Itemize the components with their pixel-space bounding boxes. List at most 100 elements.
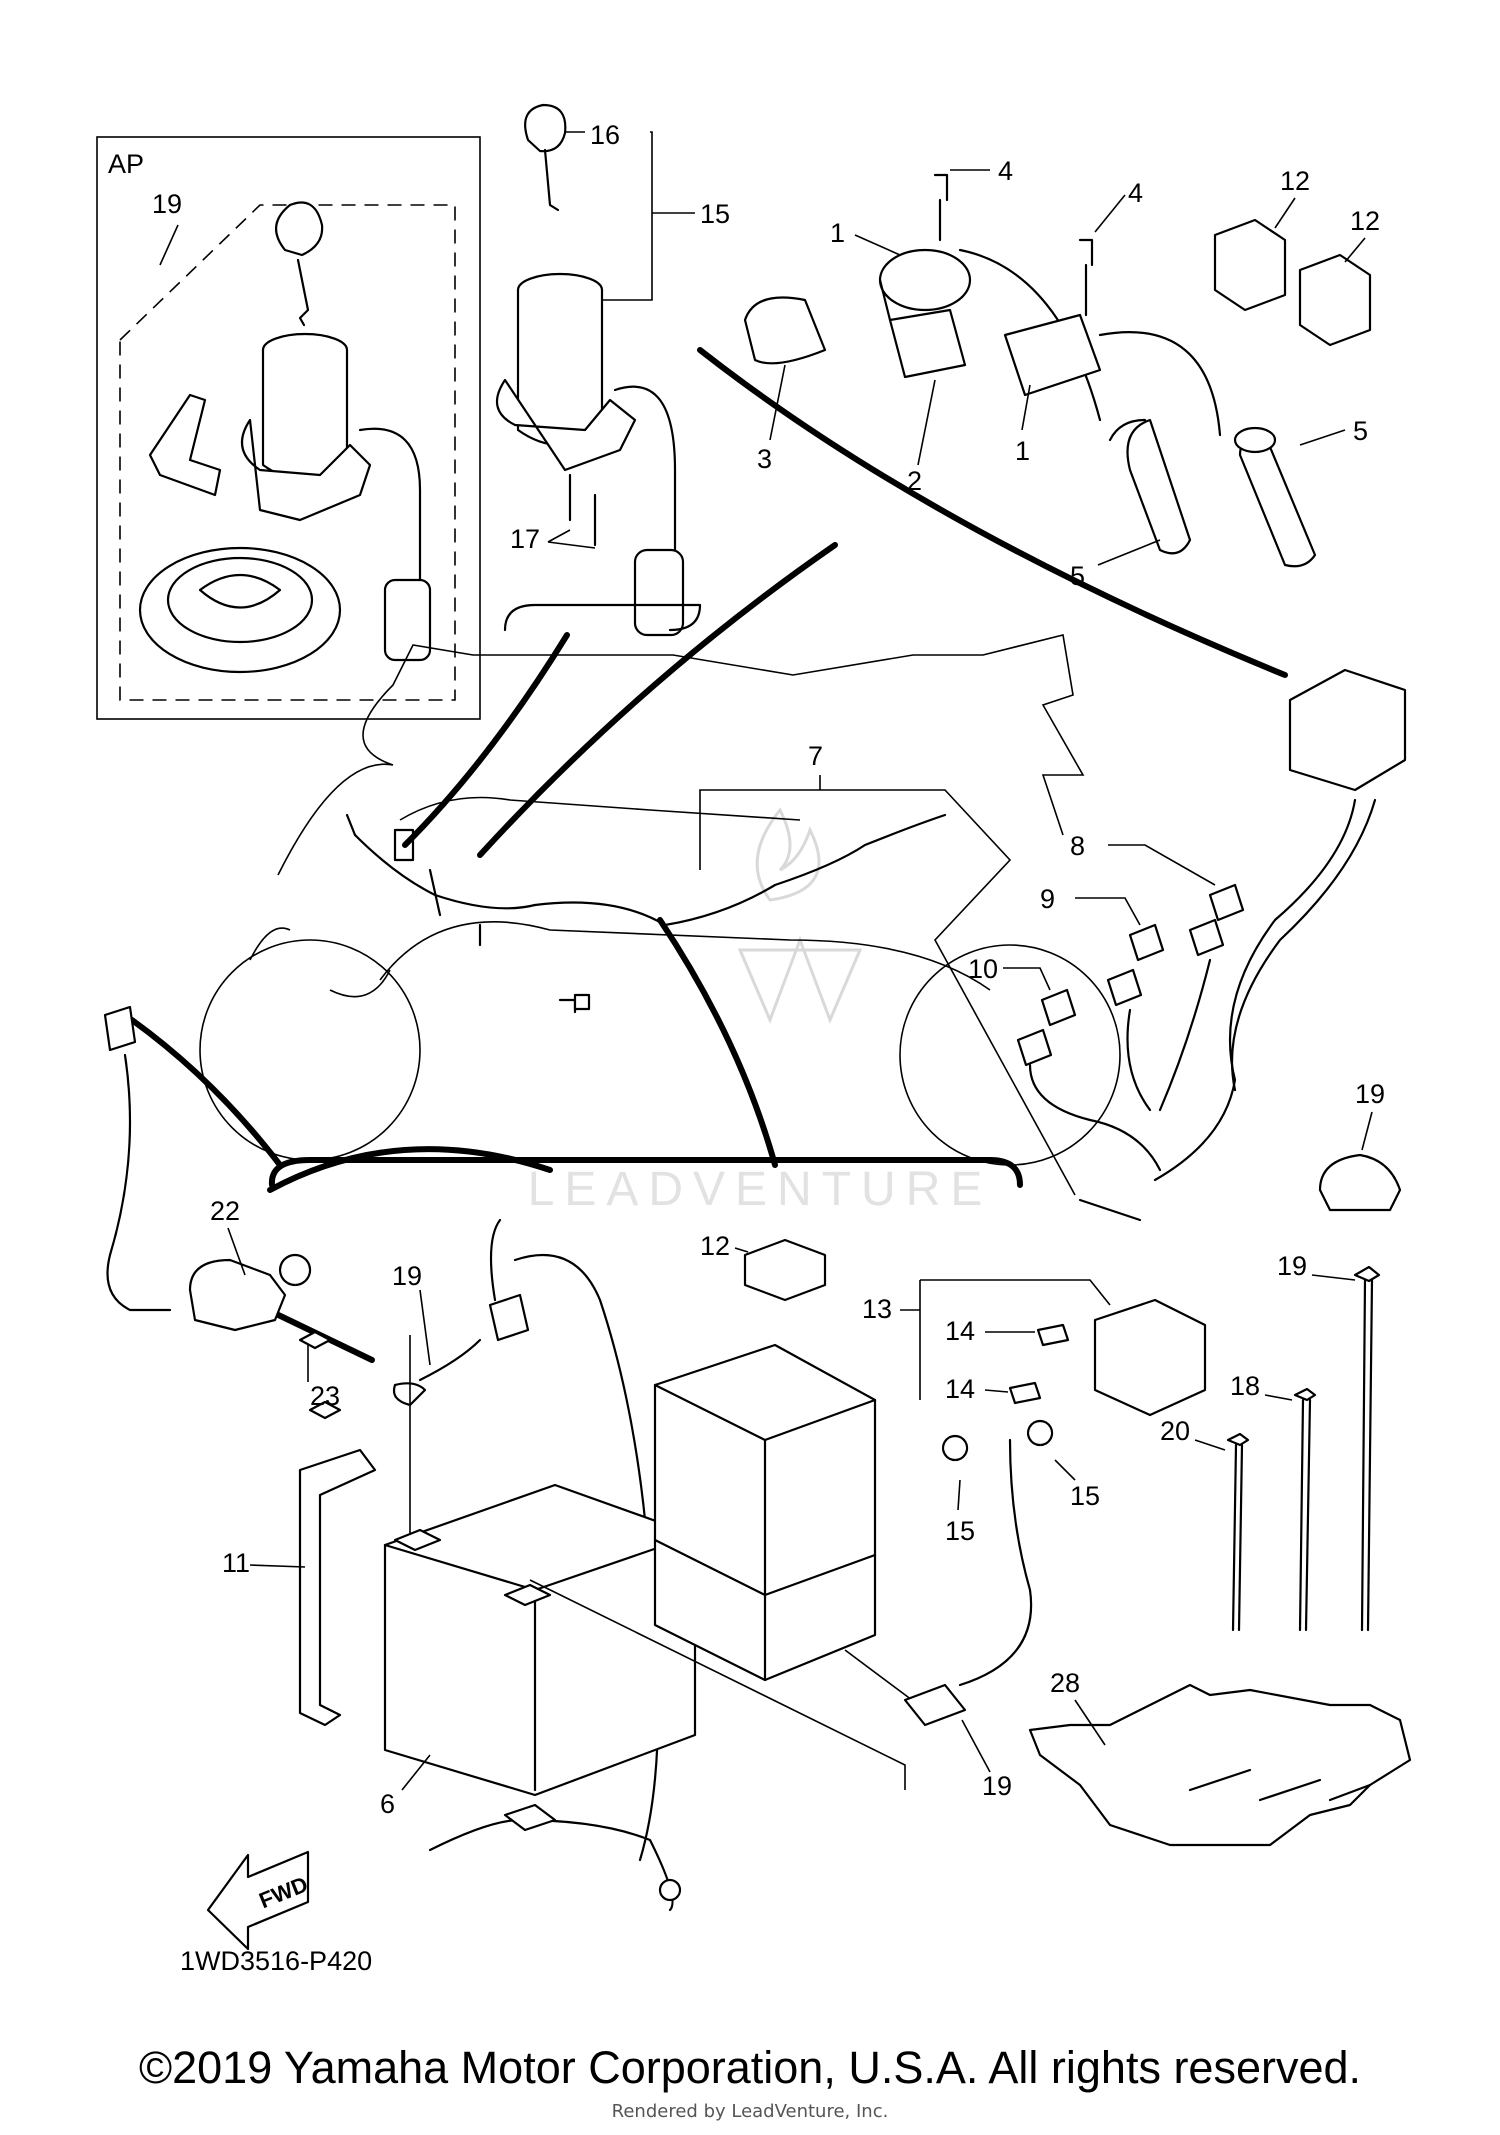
svg-text:23: 23	[310, 1381, 340, 1411]
relay-12b-icon	[1298, 253, 1372, 347]
starter-relay-13-icon	[1093, 1298, 1207, 1417]
battery-cable-17-wire	[489, 1218, 660, 1862]
relay-12c-icon	[743, 1238, 827, 1302]
callout-14-lower: 14	[945, 1374, 1009, 1404]
screw-23a-icon	[298, 1330, 332, 1350]
screw-23b-icon	[308, 1400, 342, 1420]
connector-10-icon	[1208, 883, 1245, 922]
fuse-box-group: 8 9 10	[968, 668, 1407, 1222]
svg-text:11: 11	[222, 1548, 250, 1578]
starter-relay-group: 13 14 14 15 15	[862, 1279, 1207, 1546]
connector-11b-icon	[1188, 918, 1225, 957]
clamp-20-group: 19	[1318, 1079, 1402, 1212]
relay-2-icon	[888, 308, 967, 379]
ap-key-icon	[275, 201, 324, 327]
connector-11a-icon	[1128, 923, 1165, 962]
cable-tie-group: 19 18 20	[1160, 1251, 1381, 1632]
svg-text:3: 3	[757, 444, 772, 474]
sensor-22-icon	[188, 1258, 287, 1332]
svg-text:5: 5	[1070, 561, 1085, 591]
callout-23: 23	[307, 1345, 340, 1411]
svg-text:10: 10	[968, 954, 998, 984]
connector-22-icon	[103, 1005, 137, 1052]
callout-20: 19	[1355, 1079, 1385, 1109]
connector-11c-icon	[1040, 988, 1077, 1027]
key-icon	[524, 103, 567, 212]
battery-6-icon	[383, 1483, 697, 1797]
ap-inset: AP 19	[96, 136, 481, 720]
lower-harness-group	[428, 1803, 682, 1912]
cable-16-wire	[958, 1438, 1033, 1687]
relay-12-middle-group: 12	[700, 1231, 827, 1302]
svg-text:16: 16	[590, 120, 620, 150]
callout-28: 28	[1050, 1668, 1080, 1698]
svg-text:14: 14	[945, 1374, 975, 1404]
watermark-logo: LEADVENTURE	[528, 807, 982, 1216]
bolt-4b-icon	[1078, 238, 1094, 317]
callout-10: 8	[1070, 831, 1216, 886]
callout-22: 22	[210, 1196, 246, 1276]
plug-cap-5a-icon	[1108, 418, 1192, 555]
terminal-leaders	[409, 1335, 906, 1790]
callout-25: 16	[565, 120, 653, 301]
terminal-16-icon	[903, 1683, 967, 1727]
svg-text:14: 14	[945, 1316, 975, 1346]
relay-1b-icon	[1003, 313, 1222, 437]
svg-text:9: 9	[1040, 884, 1055, 914]
callout-11-upper: 9	[1040, 884, 1141, 926]
render-credit: Rendered by LeadVenture, Inc.	[611, 2101, 889, 2122]
ignition-switch-icon	[495, 272, 685, 637]
callout-1-lower: 1	[1015, 384, 1031, 466]
svg-text:19: 19	[152, 189, 182, 219]
fwd-arrow: FWD	[206, 1850, 311, 1951]
ap-fuel-cap-icon	[138, 546, 342, 674]
callout-16: 19	[982, 1771, 1012, 1801]
main-switch-group: 16 15 17	[495, 103, 730, 637]
coil-relay-group: 1 1 2 3 4 4 5 5	[697, 156, 1368, 678]
diagram-code: 1WD3516-P420	[180, 1946, 372, 1976]
svg-text:4: 4	[998, 156, 1013, 186]
connector-11d-icon	[1106, 968, 1143, 1007]
callout-19: 19	[1277, 1251, 1356, 1281]
coil-group-bracket	[697, 347, 1288, 678]
plug-cap-5b-icon	[1233, 426, 1317, 568]
svg-text:12: 12	[1280, 166, 1310, 196]
callout-8: 11	[222, 1548, 306, 1578]
callout-15-right: 15	[1054, 1459, 1100, 1511]
svg-text:12: 12	[1350, 206, 1380, 236]
svg-text:18: 18	[1230, 1371, 1260, 1401]
svg-text:6: 6	[380, 1789, 395, 1819]
wire-harness-9	[353, 813, 947, 927]
callout-4-right: 4	[1094, 178, 1143, 233]
svg-text:22: 22	[210, 1196, 240, 1226]
cable-tie-21-icon	[1231, 1443, 1244, 1632]
callout-14-upper: 14	[945, 1316, 1035, 1346]
relay-3-icon	[743, 296, 827, 365]
svg-text:19: 19	[392, 1261, 422, 1291]
callout-21: 20	[1160, 1416, 1226, 1451]
svg-text:2: 2	[907, 466, 922, 496]
callout-3: 3	[757, 364, 786, 474]
motorcycle-outline	[199, 634, 1121, 1166]
fuse-box-icon	[1288, 668, 1407, 792]
bolt-15b-icon	[1026, 1419, 1054, 1447]
harness-right-wire	[1153, 798, 1357, 1182]
ap-kit-outline	[119, 204, 456, 701]
lower-group-bracket	[268, 1157, 1023, 1188]
fuse-14b-icon	[1008, 1381, 1042, 1405]
connector-11e-icon	[1016, 1028, 1053, 1067]
ap-inset-frame	[96, 136, 481, 720]
callout-11-lower: 10	[968, 954, 1051, 991]
callout-6: 6	[380, 1754, 431, 1819]
svg-text:15: 15	[1070, 1481, 1100, 1511]
callout-2: 2	[907, 379, 936, 496]
callout-24: 15	[652, 199, 730, 229]
svg-text:1: 1	[1015, 436, 1030, 466]
svg-text:17: 17	[510, 524, 540, 554]
relay-12a-icon	[1213, 218, 1287, 312]
svg-text:4: 4	[1128, 178, 1143, 208]
leader-left-bracket	[129, 1017, 283, 1168]
switch-group-bracket	[503, 603, 702, 632]
battery-cover-group: 10	[653, 1343, 945, 1721]
